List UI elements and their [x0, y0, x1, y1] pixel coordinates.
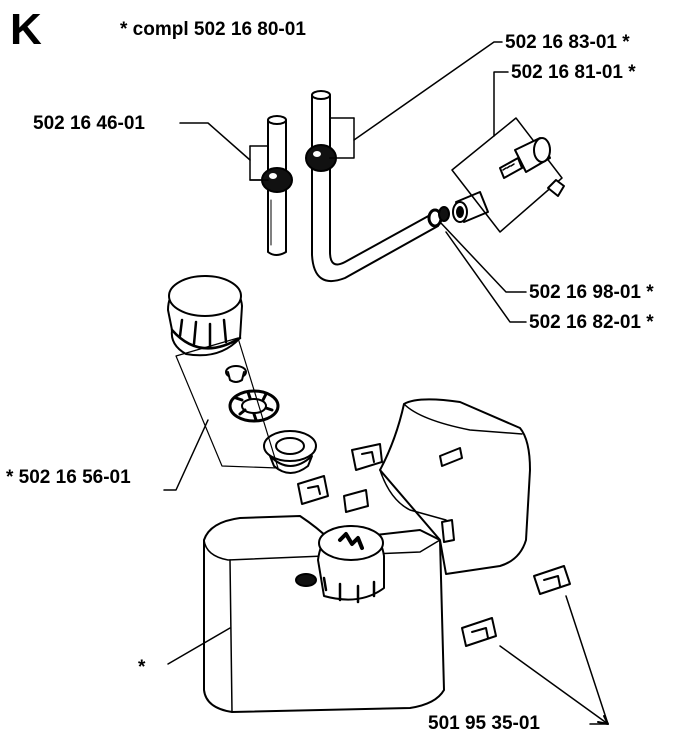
- leader-lines: [163, 41, 609, 725]
- mounts-label: 501 95 35-01: [428, 713, 540, 734]
- washer-label: 502 16 98-01 *: [529, 282, 654, 303]
- cap-assembly-label: * 502 16 56-01: [6, 467, 131, 488]
- primer-assembly-part: [451, 117, 565, 233]
- cap-bracket-outline: [175, 337, 279, 469]
- tank-cap-part: [167, 275, 243, 357]
- cap-gasket-part: [228, 389, 280, 423]
- tank-label: *: [138, 657, 146, 678]
- spacer-part: [452, 191, 489, 223]
- fuel-line-filter-label: 502 16 46-01: [33, 113, 145, 134]
- primer-assembly-label: 502 16 81-01 *: [511, 62, 636, 83]
- spacer-label: 502 16 82-01 *: [529, 312, 654, 333]
- cap-valve-part: [225, 365, 247, 383]
- fuel-tank-part: [203, 398, 531, 713]
- filler-neck-part: [263, 430, 317, 474]
- fuel-line-filter-part: [261, 115, 293, 256]
- section-letter: K: [10, 5, 42, 54]
- tank-mount-part: [297, 443, 571, 647]
- washer-part: [427, 206, 450, 228]
- fuel-line-primer-label: 502 16 83-01 *: [505, 32, 630, 53]
- fuel-line-primer-part: [305, 90, 439, 283]
- kit-label: * compl 502 16 80-01: [120, 19, 306, 40]
